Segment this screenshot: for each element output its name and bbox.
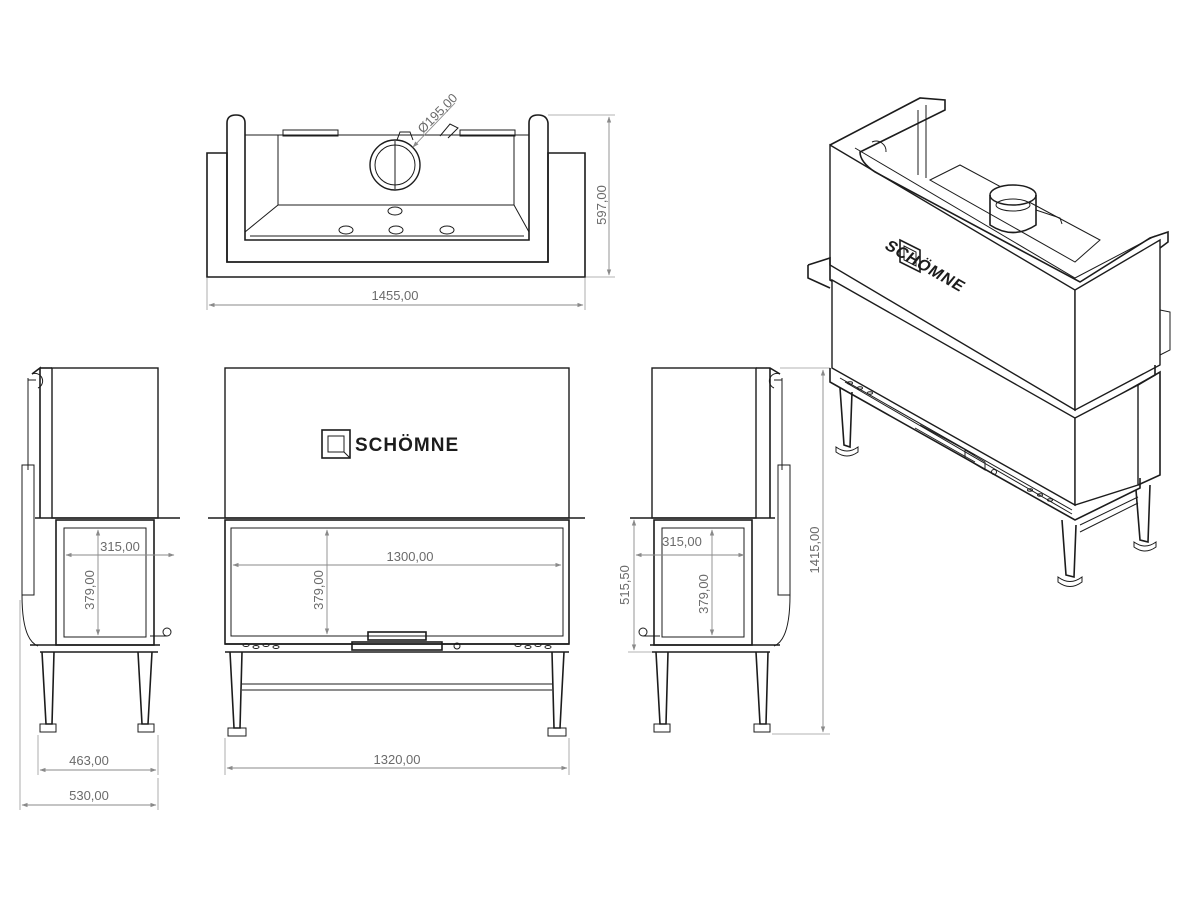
left-total-depth-label: 530,00 [69,788,109,803]
front-width-label: 1320,00 [374,752,421,767]
flue-collar-iso [989,184,1063,234]
brand-name-front: SCHÖMNE [355,435,459,456]
right-view: 315,00 379,00 515,50 1415,00 [617,367,830,735]
front-opening-width-label: 1300,00 [387,549,434,564]
flue-diameter-label: Ø195,00 [415,90,461,136]
left-depth-label: 463,00 [69,753,109,768]
left-inner-depth-label: 315,00 [100,539,140,554]
right-inner-depth-label: 315,00 [662,534,702,549]
isometric-view: SCHÖMNE [807,97,1171,587]
top-depth-label: 597,00 [594,185,609,225]
left-view: 315,00 379,00 463,00 530,00 [19,366,180,810]
front-opening-height-label: 379,00 [311,570,326,610]
left-opening-height-label: 379,00 [82,570,97,610]
schomne-logo-front: SCHÖMNE [321,429,459,459]
right-opening-height-label: 379,00 [696,574,711,614]
top-width-label: 1455,00 [372,288,419,303]
right-bottom-height-label: 515,50 [617,565,632,605]
right-total-height-label: 1415,00 [807,527,822,574]
front-view: SCHÖMNE 1300,00 379,00 1320,00 [208,367,585,775]
top-view: Ø195,00 1455,00 597,00 [206,90,615,310]
